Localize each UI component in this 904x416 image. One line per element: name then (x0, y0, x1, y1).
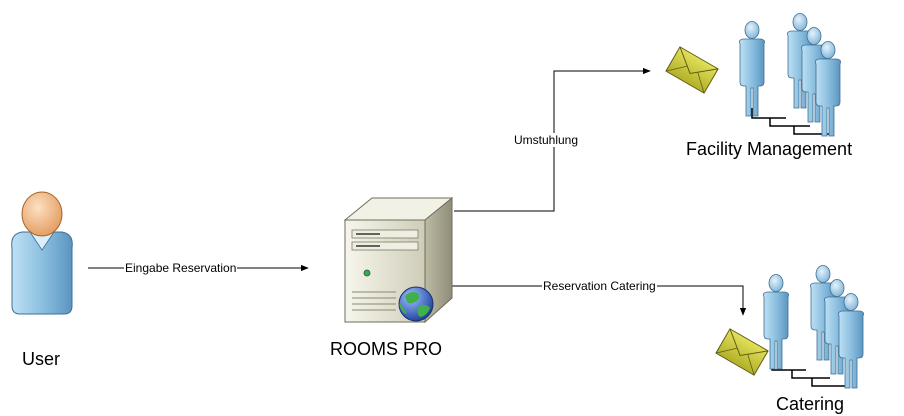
envelope-icon-facility (665, 46, 719, 94)
catering-group-icon (763, 265, 864, 389)
facility-group-icon (739, 13, 841, 137)
envelope-icon-catering (715, 328, 769, 376)
globe-icon (398, 286, 434, 322)
user-icon (11, 191, 73, 315)
catering-label: Catering (776, 394, 845, 414)
edge-label-reseating: Umstuhlung (513, 133, 580, 147)
facility-label: Facility Management (686, 139, 853, 159)
edge-label-reservation-input: Eingabe Reservation (124, 261, 238, 275)
user-label: User (22, 349, 61, 369)
server-label: ROOMS PRO (330, 339, 443, 359)
server-icon (343, 196, 454, 324)
edge-label-catering-reservation: Reservation Catering (542, 279, 657, 293)
